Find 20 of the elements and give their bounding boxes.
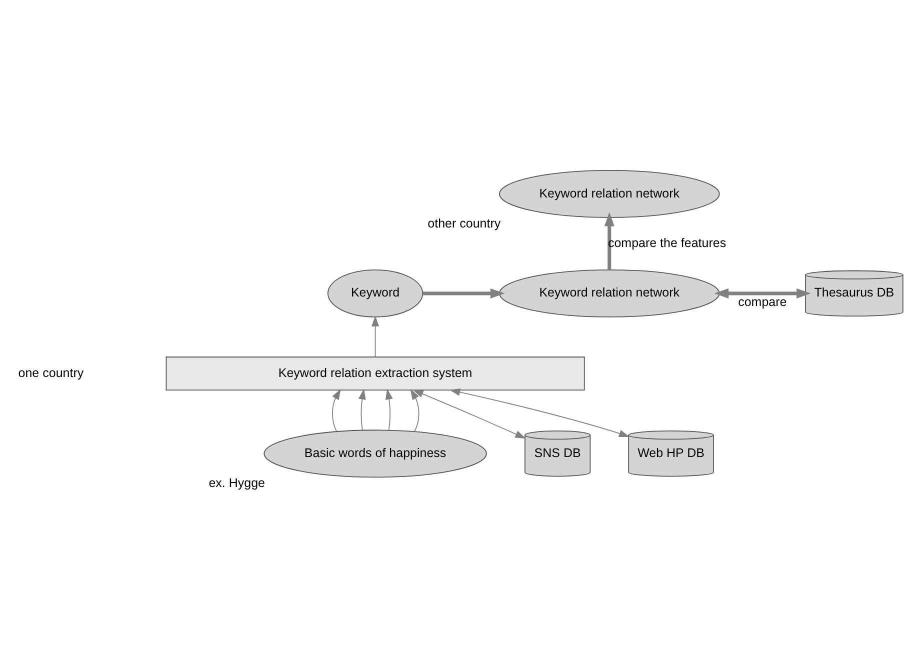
label: one country [18, 365, 84, 380]
node-ellipse: Keyword [327, 268, 424, 317]
node-ellipse: Keyword relation network [498, 169, 720, 218]
arrow [385, 388, 393, 430]
node-ellipse: Basic words of happiness [264, 429, 487, 478]
node-label: other country [428, 216, 501, 230]
arrow [358, 388, 366, 430]
arrow [332, 388, 341, 432]
edge-label: compare the features [608, 235, 726, 250]
node-label: ex. Hygge [208, 476, 265, 490]
arrow [604, 211, 614, 270]
arrow [410, 388, 420, 432]
arrow [422, 288, 505, 298]
node-box: Keyword relation extraction system [166, 356, 585, 390]
arrow [714, 288, 811, 298]
edge-label: compare [738, 294, 787, 309]
node-ellipse: Keyword relation network [498, 268, 720, 317]
arrow [412, 389, 526, 438]
arrow [449, 388, 630, 437]
arrow [372, 315, 380, 357]
